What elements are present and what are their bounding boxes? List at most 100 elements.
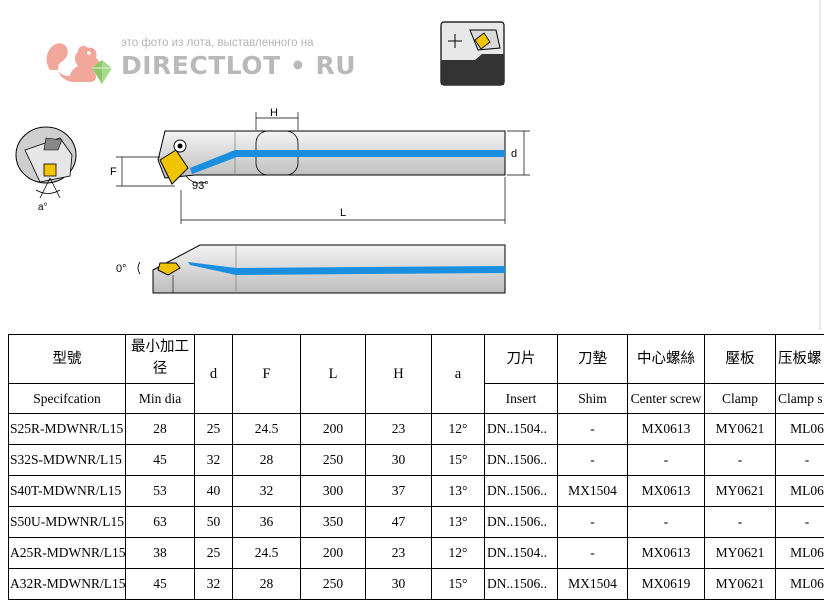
cell-F: 36 — [232, 506, 301, 538]
cell-H: 47 — [365, 506, 432, 538]
tool-top-view — [157, 130, 506, 185]
cell-center-screw: MX0613 — [627, 475, 705, 507]
cell-L: 200 — [300, 537, 366, 569]
hdr-center-screw-cn: 中心螺絲 — [627, 334, 705, 384]
cell-clamp: - — [704, 506, 776, 538]
tool-side-view — [137, 244, 506, 294]
cell-H: 30 — [365, 568, 432, 600]
cell-clamp-screw: ML06 — [775, 568, 824, 600]
angle-0-label: 0° — [116, 263, 127, 275]
hdr-insert-cn: 刀片 — [484, 334, 558, 384]
cell-F: 28 — [232, 568, 301, 600]
cell-shim: MX1504 — [557, 475, 628, 507]
cross-section-view — [15, 126, 77, 199]
header-row-cn: 型號 最小加工径 d F L H a 刀片 刀墊 中心螺絲 壓板 压板螺 — [8, 334, 824, 414]
section-view-icon — [440, 21, 505, 86]
table-row: A32R-MDWNR/L15 45 32 28 250 30 15° DN..1… — [8, 568, 824, 600]
cell-min-dia: 45 — [125, 444, 195, 476]
table-row: A25R-MDWNR/L15 38 25 24.5 200 23 12° DN.… — [8, 537, 824, 569]
watermark-caption: это фото из лота, выставленного на — [121, 37, 314, 49]
cell-clamp-screw: ML06 — [775, 537, 824, 569]
cell-min-dia: 45 — [125, 568, 195, 600]
hdr-specification-en: Specifcation — [8, 383, 126, 414]
cell-d: 25 — [194, 413, 233, 445]
cell-F: 32 — [232, 475, 301, 507]
cell-center-screw: - — [627, 506, 705, 538]
cell-clamp-screw: ML06 — [775, 413, 824, 445]
hdr-clamp-screw-cn: 压板螺 — [775, 334, 824, 384]
watermark — [40, 36, 340, 96]
cell-spec: S32S-MDWNR/L15 — [8, 444, 126, 476]
cell-spec: S40T-MDWNR/L15 — [8, 475, 126, 507]
hdr-shim-en: Shim — [557, 383, 628, 414]
hdr-min-dia-en: Min dia — [125, 383, 195, 414]
cell-L: 300 — [300, 475, 366, 507]
cell-shim: - — [557, 444, 628, 476]
cell-a: 13° — [431, 506, 485, 538]
cell-insert: DN..1504.. — [484, 537, 558, 569]
hdr-clamp-en: Clamp — [704, 383, 776, 414]
cell-shim: - — [557, 506, 628, 538]
dim-L-label: L — [340, 207, 346, 219]
cell-a: 13° — [431, 475, 485, 507]
cell-L: 250 — [300, 568, 366, 600]
cell-min-dia: 28 — [125, 413, 195, 445]
hdr-F: F — [232, 334, 301, 414]
cell-a: 12° — [431, 413, 485, 445]
hdr-clamp-cn: 壓板 — [704, 334, 776, 384]
hdr-model-cn: 型號 — [8, 334, 126, 384]
cell-clamp-screw: - — [775, 444, 824, 476]
cell-H: 23 — [365, 537, 432, 569]
hdr-min-dia-cn: 最小加工径 — [125, 334, 195, 384]
cell-min-dia: 63 — [125, 506, 195, 538]
cell-d: 50 — [194, 506, 233, 538]
cell-a: 12° — [431, 537, 485, 569]
header-row-en: Specifcation Min dia Insert Shim Center … — [8, 383, 824, 414]
hdr-L: L — [300, 334, 366, 414]
angle-a-label: a° — [38, 202, 48, 213]
table-row: S40T-MDWNR/L15 53 40 32 300 37 13° DN..1… — [8, 475, 824, 507]
cell-clamp: MY0621 — [704, 475, 776, 507]
cell-clamp: - — [704, 444, 776, 476]
cell-clamp-screw: ML06 — [775, 475, 824, 507]
dim-d-label: d — [511, 148, 517, 160]
table-row: S50U-MDWNR/L15 63 50 36 350 47 13° DN..1… — [8, 506, 824, 538]
cell-clamp: MY0621 — [704, 537, 776, 569]
cell-a: 15° — [431, 568, 485, 600]
cell-insert: DN..1506.. — [484, 475, 558, 507]
dimension-lines — [116, 112, 530, 224]
hdr-center-screw-en: Center screw — [627, 383, 705, 414]
table-row: S25R-MDWNR/L15 28 25 24.5 200 23 12° DN.… — [8, 413, 824, 445]
hdr-shim-cn: 刀墊 — [557, 334, 628, 384]
cell-clamp-screw: - — [775, 506, 824, 538]
cell-H: 37 — [365, 475, 432, 507]
cell-center-screw: MX0613 — [627, 537, 705, 569]
cell-F: 24.5 — [232, 413, 301, 445]
cell-insert: DN..1506.. — [484, 444, 558, 476]
hdr-insert-en: Insert — [484, 383, 558, 414]
cell-a: 15° — [431, 444, 485, 476]
cell-min-dia: 38 — [125, 537, 195, 569]
dim-H-label: H — [270, 107, 278, 119]
cell-spec: S50U-MDWNR/L15 — [8, 506, 126, 538]
hdr-d: d — [194, 334, 233, 414]
cell-spec: A25R-MDWNR/L15 — [8, 537, 126, 569]
cell-shim: MX1504 — [557, 568, 628, 600]
cell-min-dia: 53 — [125, 475, 195, 507]
cell-L: 250 — [300, 444, 366, 476]
cell-F: 28 — [232, 444, 301, 476]
cell-H: 30 — [365, 444, 432, 476]
cell-center-screw: MX0613 — [627, 413, 705, 445]
cell-shim: - — [557, 537, 628, 569]
hdr-H: H — [365, 334, 432, 414]
watermark-brand: DIRECTLOT • RU — [121, 51, 357, 80]
hdr-clamp-screw-en: Clamp s — [775, 383, 824, 414]
dim-F-label: F — [110, 166, 117, 178]
table-row: S32S-MDWNR/L15 45 32 28 250 30 15° DN..1… — [8, 444, 824, 476]
cell-clamp: MY0621 — [704, 413, 776, 445]
cell-shim: - — [557, 413, 628, 445]
spec-table: 型號 最小加工径 d F L H a 刀片 刀墊 中心螺絲 壓板 压板螺 Spe… — [8, 334, 824, 600]
cell-insert: DN..1506.. — [484, 568, 558, 600]
cell-center-screw: - — [627, 444, 705, 476]
hdr-a: a — [431, 334, 485, 414]
